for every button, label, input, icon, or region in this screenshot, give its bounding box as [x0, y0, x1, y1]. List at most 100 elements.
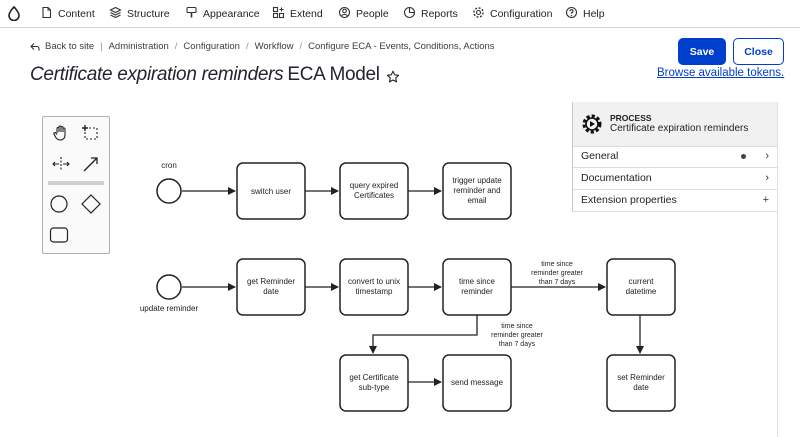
event-label: update reminder: [140, 304, 199, 313]
task-trigger-update-reminder[interactable]: [442, 162, 512, 220]
breadcrumb-item-workflow[interactable]: Workflow: [254, 41, 294, 52]
document-icon: [40, 6, 53, 22]
lasso-tool-icon[interactable]: [79, 121, 103, 145]
toolbar-item-help[interactable]: Help: [565, 0, 605, 27]
task-label: Certificates: [354, 191, 394, 200]
task-label: date: [633, 383, 649, 392]
toolbar-item-label: Content: [58, 7, 95, 20]
drupal-logo-icon[interactable]: [8, 5, 20, 26]
task-label: query expired: [350, 181, 398, 190]
sequence-flow-conditional[interactable]: [369, 315, 478, 354]
task-label: sub-type: [359, 383, 390, 392]
gear-icon: [472, 6, 485, 22]
task-label: reminder and: [453, 186, 500, 195]
toolbar-item-label: Help: [583, 7, 605, 20]
properties-element-type: PROCESS: [610, 113, 652, 123]
task-label: trigger update: [452, 176, 502, 185]
star-icon[interactable]: [386, 68, 400, 83]
properties-group-documentation[interactable]: Documentation ›: [573, 168, 777, 190]
toolbar-item-people[interactable]: People: [338, 0, 389, 27]
task-send-message[interactable]: [442, 354, 512, 412]
task-query-expired-certificates[interactable]: [339, 162, 409, 220]
flow-condition-label: time since: [541, 261, 573, 268]
task-current-datetime[interactable]: [606, 258, 676, 316]
task-convert-to-unix-timestamp[interactable]: [339, 258, 409, 316]
properties-group-label: Documentation: [581, 172, 652, 184]
breadcrumb-item-configuration[interactable]: Configuration: [183, 41, 240, 52]
gateway-tool-icon[interactable]: [79, 192, 103, 216]
task-label: set Reminder: [617, 373, 665, 382]
task-get-reminder-date[interactable]: [236, 258, 306, 316]
flow-condition-label: than 7 days: [499, 341, 536, 348]
page-title-suffix: ECA Model: [287, 64, 380, 85]
toolbar-item-label: Structure: [127, 7, 170, 20]
task-label: send message: [451, 378, 504, 387]
task-label: date: [263, 287, 279, 296]
save-button[interactable]: Save: [678, 38, 726, 65]
toolbar-item-reports[interactable]: Reports: [403, 0, 458, 27]
toolbar-item-extend[interactable]: Extend: [272, 0, 323, 27]
breadcrumb-separator: /: [174, 41, 178, 52]
properties-element-name: Certificate expiration reminders: [610, 123, 749, 134]
palette-separator: [48, 181, 104, 185]
extend-icon: [272, 6, 285, 22]
flow-condition-label: than 7 days: [539, 279, 576, 286]
toolbar-item-label: Extend: [290, 7, 323, 20]
modeler-palette: [42, 116, 110, 254]
space-tool-icon[interactable]: [49, 152, 73, 176]
process-gear-icon: [580, 112, 604, 136]
breadcrumb-item-administration[interactable]: Administration: [108, 41, 169, 52]
toolbar-item-label: People: [356, 7, 389, 20]
plus-icon: +: [762, 194, 769, 206]
task-label: get Reminder: [247, 277, 295, 286]
breadcrumb-separator: /: [245, 41, 249, 52]
start-event-tool-icon[interactable]: [47, 192, 71, 216]
toolbar-item-configuration[interactable]: Configuration: [472, 0, 552, 27]
properties-group-label: Extension properties: [581, 194, 677, 206]
task-get-certificate-sub-type[interactable]: [339, 354, 409, 412]
page-title: Certificate expiration reminders ECA Mod…: [30, 64, 400, 86]
chevron-right-icon: ›: [765, 150, 769, 162]
connect-tool-icon[interactable]: [79, 152, 103, 176]
toolbar-item-appearance[interactable]: Appearance: [185, 0, 260, 27]
task-label: convert to unix: [348, 277, 400, 286]
task-label: reminder: [461, 287, 493, 296]
task-tool-icon[interactable]: [47, 223, 71, 247]
toolbar-item-structure[interactable]: Structure: [109, 0, 170, 27]
data-indicator-dot: [741, 154, 746, 159]
browse-tokens-link[interactable]: Browse available tokens.: [657, 67, 785, 79]
close-button[interactable]: Close: [733, 38, 784, 65]
task-label: switch user: [251, 187, 291, 196]
breadcrumb-back-link[interactable]: Back to site: [45, 41, 95, 52]
flow-condition-label: reminder greater: [531, 270, 583, 277]
flow-condition-label: time since: [501, 323, 533, 330]
task-time-since-reminder[interactable]: [442, 258, 512, 316]
task-label: time since: [459, 277, 496, 286]
breadcrumb: Back to site | Administration / Configur…: [30, 41, 495, 52]
hand-tool-icon[interactable]: [49, 121, 73, 145]
task-set-reminder-date[interactable]: [606, 354, 676, 412]
task-switch-user[interactable]: [236, 162, 306, 220]
back-arrow-icon: [30, 42, 40, 52]
help-icon: [565, 6, 578, 22]
properties-panel-header: PROCESS Certificate expiration reminders: [573, 102, 777, 147]
toolbar-item-content[interactable]: Content: [40, 0, 95, 27]
start-event-cron[interactable]: [156, 178, 182, 204]
start-event-update-reminder[interactable]: [156, 274, 182, 300]
flow-condition-label: reminder greater: [491, 332, 543, 339]
chevron-right-icon: ›: [765, 172, 769, 184]
properties-group-extension[interactable]: Extension properties +: [573, 190, 777, 212]
breadcrumb-separator: /: [299, 41, 303, 52]
layers-icon: [109, 6, 122, 22]
paint-icon: [185, 6, 198, 22]
admin-toolbar: Content Structure Appearance Extend Peop…: [0, 0, 800, 28]
breadcrumb-separator: |: [100, 41, 103, 52]
page-title-model-name: Certificate expiration reminders: [30, 64, 284, 85]
toolbar-item-label: Reports: [421, 7, 458, 20]
properties-panel: PROCESS Certificate expiration reminders…: [572, 102, 777, 212]
user-icon: [338, 6, 351, 22]
breadcrumb-item-configure-eca[interactable]: Configure ECA - Events, Conditions, Acti…: [308, 41, 495, 52]
properties-group-general[interactable]: General ›: [573, 146, 777, 168]
event-label: cron: [161, 161, 177, 170]
